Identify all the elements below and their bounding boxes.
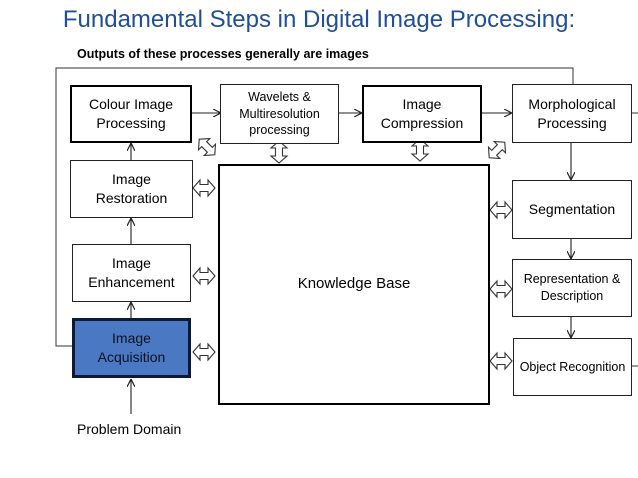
representation-description-box: Representation & Description [512,259,632,317]
double-arrow-wavelets-kb [269,140,289,164]
double-arrow-recognition-kb [489,351,513,371]
segmentation-box: Segmentation [512,180,632,239]
knowledge-base-box: Knowledge Base [218,164,490,405]
image-acquisition-box: Image Acquisition [72,318,191,378]
problem-domain-label: Problem Domain [77,421,182,437]
morphological-processing-box: Morphological Processing [512,84,632,143]
image-enhancement-box: Image Enhancement [72,244,191,302]
double-arrow-representation-kb [489,279,513,299]
double-arrow-enhancement-kb [192,266,216,286]
colour-image-processing-box: Colour Image Processing [70,85,192,143]
object-recognition-box: Object Recognition [513,338,632,396]
double-arrow-restoration-kb [192,178,216,198]
double-arrow-segmentation-kb [489,200,513,220]
page-title: Fundamental Steps in Digital Image Proce… [62,6,576,33]
image-compression-box: Image Compression [362,85,482,143]
double-arrow-colour-kb [197,137,217,157]
double-arrow-morphological-kb [487,140,507,160]
subtitle: Outputs of these processes generally are… [77,47,369,61]
image-restoration-box: Image Restoration [70,160,193,218]
double-arrow-acquisition-kb [192,342,216,362]
wavelets-box: Wavelets & Multiresolution processing [220,84,339,144]
double-arrow-compression-kb [410,138,430,162]
feedback-loop-line [55,67,574,347]
